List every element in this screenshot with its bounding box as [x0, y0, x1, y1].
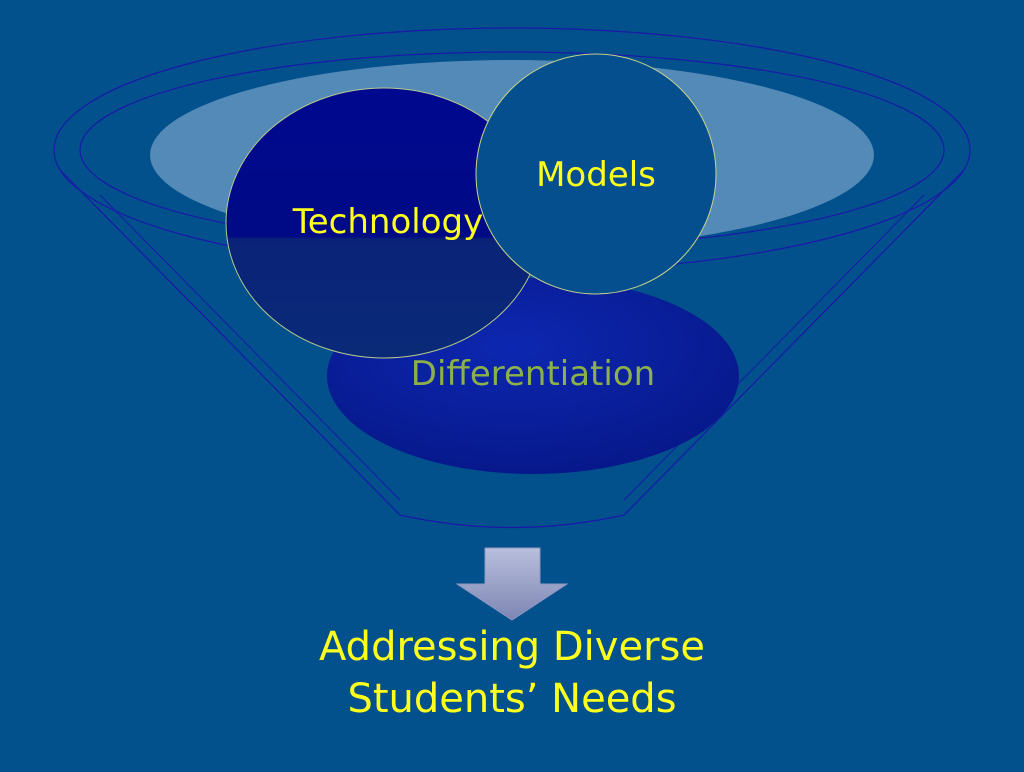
result-line-2: Students’ Needs — [347, 676, 676, 722]
models-label: Models — [536, 155, 656, 195]
models-circle — [475, 53, 717, 295]
funnel-outline — [59, 169, 965, 529]
funnel-inner-outline-right — [623, 194, 925, 501]
down-arrow-icon — [455, 547, 569, 621]
technology-label: Technology — [292, 202, 483, 242]
result-line-1: Addressing Diverse — [319, 624, 705, 670]
differentiation-label: Differentiation — [411, 354, 655, 394]
funnel-inner-outline — [99, 194, 401, 501]
